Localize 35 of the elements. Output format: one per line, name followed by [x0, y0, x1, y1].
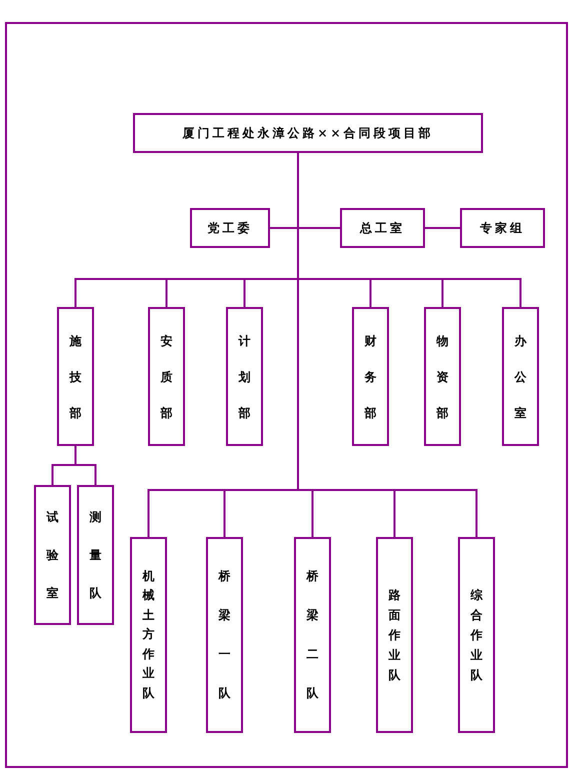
- unit-name: 厦门工程处永漳公路××合同段项目部: [182, 124, 434, 142]
- unit-name: 安质部: [160, 332, 172, 422]
- org-unit-box: [226, 307, 263, 446]
- org-unit-box: [77, 485, 114, 625]
- org-unit-box: [148, 307, 185, 446]
- org-unit-box: [133, 113, 483, 153]
- unit-name: 桥梁一队: [218, 568, 230, 702]
- unit-name: 路面作业队: [388, 587, 400, 684]
- unit-name: 物资部: [436, 332, 448, 422]
- org-unit-box: [352, 307, 389, 446]
- connector-line: [425, 227, 460, 229]
- unit-name: 计划部: [238, 332, 250, 422]
- unit-name: 办公室: [514, 332, 526, 422]
- org-unit-box: [340, 208, 425, 248]
- unit-name: 测量队: [90, 509, 102, 602]
- unit-name: 施技部: [70, 332, 82, 422]
- unit-name: 综合作业队: [470, 587, 482, 684]
- org-unit-box: [460, 208, 545, 248]
- org-unit-box: [458, 537, 495, 733]
- unit-name: 党工委: [208, 220, 252, 236]
- unit-name: 总工室: [360, 220, 405, 236]
- unit-name: 桥梁二队: [306, 568, 318, 702]
- org-unit-box: [206, 537, 243, 733]
- org-unit-box: [190, 208, 270, 248]
- org-unit-box: [57, 307, 94, 446]
- org-unit-box: [34, 485, 71, 625]
- org-unit-box: [130, 537, 167, 733]
- org-unit-box: [502, 307, 539, 446]
- org-unit-box: [376, 537, 413, 733]
- unit-name: 财务部: [364, 332, 376, 422]
- unit-name: 机械土方作业队: [142, 568, 154, 702]
- unit-name: 专家组: [480, 220, 525, 236]
- org-unit-box: [424, 307, 461, 446]
- org-unit-box: [294, 537, 331, 733]
- unit-name: 试验室: [46, 509, 58, 602]
